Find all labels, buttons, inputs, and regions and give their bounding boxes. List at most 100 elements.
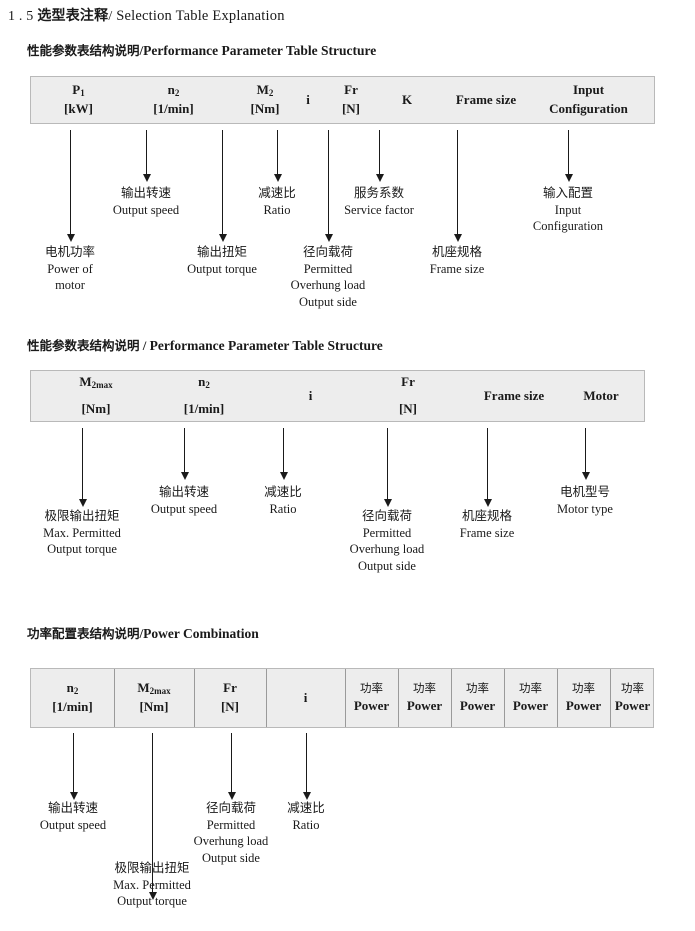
table3-col-power-5: 功率 Power (557, 669, 610, 727)
table3-divider-5 (398, 669, 399, 727)
table3-col-m2max-symbol: M2max (137, 680, 171, 697)
annotation-table2-motor-type-cn: 电机型号 (559, 484, 610, 499)
performance-parameter-table-2: M2max [Nm] n2 [1/min] i Fr [N] Frame siz… (30, 370, 645, 422)
table2-col-n2-unit: [1/min] (183, 401, 225, 416)
table1-col-p1: P1 [kW] (31, 77, 126, 123)
table2-col-m2max-symbol: M2max (79, 374, 113, 391)
annotation-table1-output-torque-cn: 输出扭矩 (196, 244, 247, 259)
arrow-table3-overhung-load (227, 733, 236, 800)
annotation-table2-output-speed: 输出转速 Output speed (114, 484, 254, 517)
annotation-table3-overhung-load-en-3: Output side (202, 850, 260, 865)
table3-col-power-4: 功率 Power (504, 669, 557, 727)
annotation-table3-overhung-load: 径向载荷 Permitted Overhung load Output side (161, 800, 301, 867)
annotation-table1-output-speed: 输出转速 Output speed (76, 185, 216, 218)
table3-col-m2max-unit: [Nm] (139, 699, 169, 714)
annotation-table1-service-factor-cn: 服务系数 (353, 185, 404, 200)
table1-col-frame-size-label: Frame size (455, 91, 517, 107)
table3-divider-4 (345, 669, 346, 727)
annotation-table1-overhung-load-en-1: Permitted (303, 261, 353, 276)
annotation-table2-max-torque-cn: 极限输出扭矩 (44, 508, 120, 523)
power-combination-table: n2 [1/min] M2max [Nm] Fr [N] i 功率 Power … (30, 668, 654, 728)
annotation-table2-overhung-load-en-1: Permitted (362, 525, 412, 540)
annotation-table1-frame-size-cn: 机座规格 (431, 244, 482, 259)
table3-divider-8 (557, 669, 558, 727)
table3-col-power-5-cn: 功率 (572, 681, 595, 696)
table3-col-fr: Fr [N] (194, 669, 266, 727)
table3-col-fr-unit: [N] (220, 699, 240, 714)
annotation-table2-frame-size: 机座规格 Frame size (417, 508, 557, 541)
table1-col-fr-symbol: Fr (344, 82, 358, 98)
table1-col-fr-unit: [N] (341, 101, 361, 116)
table3-divider-9 (610, 669, 611, 727)
table3-divider-7 (504, 669, 505, 727)
arrow-table2-motor-type (581, 428, 590, 480)
table2-col-n2: n2 [1/min] (149, 371, 259, 421)
performance-parameter-table-1: P1 [kW] n2 [1/min] M2 [Nm] i Fr [N] K Fr… (30, 76, 655, 124)
annotation-table2-overhung-load-en-3: Output side (358, 558, 416, 573)
annotation-table1-overhung-load-en-2: Overhung load (290, 278, 366, 293)
table3-col-power-4-cn: 功率 (519, 681, 542, 696)
table3-col-power-6-cn: 功率 (621, 681, 644, 696)
annotation-table1-output-torque: 输出扭矩 Output torque (152, 244, 292, 277)
table1-col-i-symbol: i (306, 91, 310, 107)
table3-col-power-3: 功率 Power (451, 669, 504, 727)
annotation-table1-power-cn: 电机功率 (44, 244, 95, 259)
section-heading-3-chinese: 功率配置表结构说明 (27, 626, 140, 641)
annotation-table1-service-factor-en-1: Service factor (344, 202, 414, 217)
table1-col-p1-symbol: P1 (72, 82, 85, 99)
table1-col-input-configuration: Input Configuration (521, 77, 656, 123)
annotation-table1-overhung-load: 径向载荷 Permitted Overhung load Output side (258, 244, 398, 311)
annotation-table3-overhung-load-en-1: Permitted (206, 817, 256, 832)
table1-col-n2-symbol: n2 (167, 82, 180, 99)
annotation-table2-ratio: 减速比 Ratio (228, 484, 338, 517)
table3-col-fr-symbol: Fr (223, 680, 237, 696)
annotation-table1-output-speed-cn: 输出转速 (120, 185, 171, 200)
table2-col-fr: Fr [N] (353, 371, 463, 421)
table1-col-input-configuration-line1: Input (572, 82, 605, 98)
table2-col-m2max: M2max [Nm] (31, 371, 161, 421)
annotation-table2-output-speed-en-1: Output speed (150, 501, 218, 516)
annotation-table1-power-en-2: motor (55, 278, 85, 293)
arrow-table2-output-speed (180, 428, 189, 480)
arrow-table1-output-torque (218, 130, 227, 242)
arrow-table3-max-torque (148, 733, 157, 900)
annotation-table3-max-torque-en-1: Max. Permitted (113, 877, 191, 892)
table3-col-m2max: M2max [Nm] (114, 669, 194, 727)
table3-col-power-6-en: Power (614, 697, 651, 713)
arrow-table1-input-configuration (564, 130, 573, 182)
table3-col-power-1: 功率 Power (345, 669, 398, 727)
annotation-table1-input-configuration-en-2: Configuration (532, 219, 604, 234)
annotation-table1-service-factor: 服务系数 Service factor (314, 185, 444, 218)
annotation-table1-frame-size: 机座规格 Frame size (387, 244, 527, 277)
section-heading-3: 功率配置表结构说明/Power Combination (27, 623, 259, 642)
table1-col-m2-symbol: M2 (256, 82, 274, 99)
annotation-table3-ratio: 减速比 Ratio (251, 800, 361, 833)
table3-col-i: i (266, 669, 345, 727)
arrow-table2-ratio (279, 428, 288, 480)
annotation-table1-output-torque-en-1: Output torque (187, 261, 257, 276)
annotation-table1-output-speed-en-1: Output speed (112, 202, 180, 217)
arrow-table3-output-speed (69, 733, 78, 800)
section-heading-1-separator: / (139, 43, 144, 58)
annotation-table2-overhung-load-en-2: Overhung load (349, 542, 425, 557)
annotation-table1-input-configuration: 输入配置 Input Configuration (498, 185, 638, 235)
table2-col-i: i (263, 371, 358, 421)
table1-col-k: K (379, 77, 435, 123)
section-heading-2: 性能参数表结构说明 / Performance Parameter Table … (27, 335, 383, 354)
annotation-table2-motor-type: 电机型号 Motor type (515, 484, 655, 517)
annotation-table1-ratio-cn: 减速比 (258, 185, 296, 200)
page-title: 1 . 5 选型表注释/ Selection Table Explanation (8, 5, 285, 25)
table3-col-n2-symbol: n2 (66, 680, 79, 697)
arrow-table1-power (66, 130, 75, 242)
table3-divider-6 (451, 669, 452, 727)
annotation-table2-overhung-load: 径向载荷 Permitted Overhung load Output side (317, 508, 457, 575)
page-title-english: Selection Table Explanation (116, 8, 285, 24)
annotation-table2-output-speed-cn: 输出转速 (158, 484, 209, 499)
annotation-table1-overhung-load-en-3: Output side (299, 294, 357, 309)
annotation-table3-overhung-load-cn: 径向载荷 (205, 800, 256, 815)
table2-col-frame-size-label: Frame size (483, 387, 545, 403)
table3-divider-1 (114, 669, 115, 727)
table3-col-power-6: 功率 Power (610, 669, 655, 727)
annotation-table2-frame-size-en-1: Frame size (459, 525, 515, 540)
